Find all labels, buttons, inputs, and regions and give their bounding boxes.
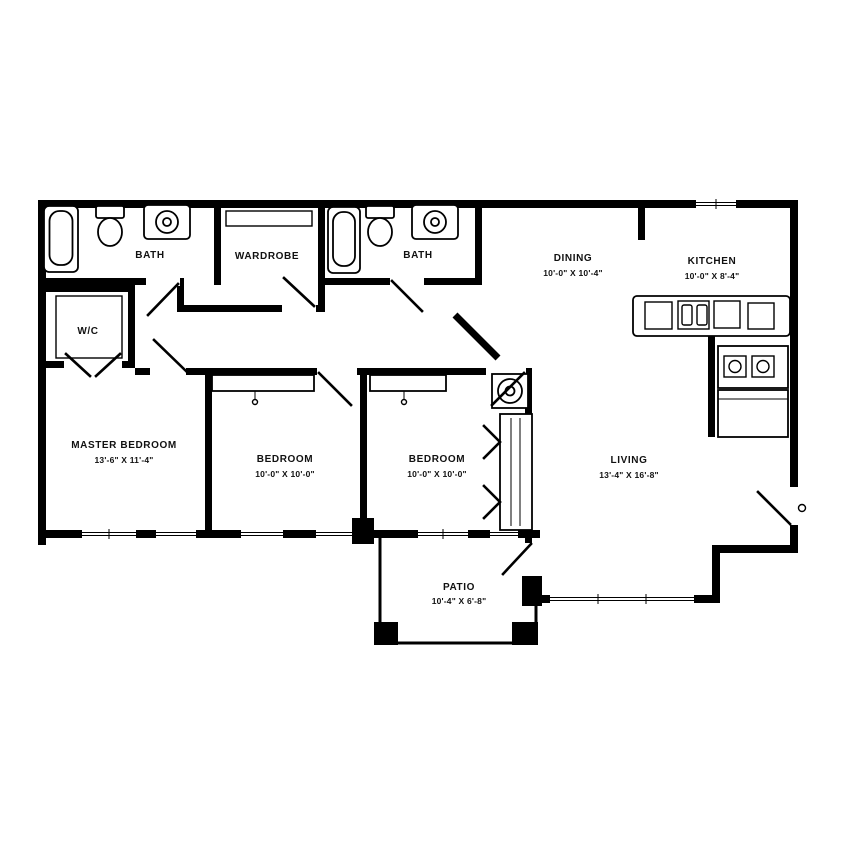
- bathtub-icon: [327, 206, 361, 274]
- toilet-icon: [95, 205, 125, 247]
- windows: [82, 199, 736, 604]
- kitchen-label: KITCHEN: [688, 256, 737, 267]
- living-label: LIVING: [611, 455, 648, 466]
- wc-door-left: [64, 352, 92, 378]
- kitchen-sink-icon: [677, 300, 710, 330]
- wardrobe-shelf: [225, 210, 313, 227]
- patio-post: [352, 518, 374, 544]
- entry-door: [756, 490, 792, 526]
- bedroom2-label: BEDROOM: [409, 454, 465, 465]
- master-window-b: [156, 529, 196, 539]
- wc-shelf: [55, 295, 123, 359]
- master-window-a: [82, 529, 136, 539]
- dining-label: DINING: [554, 253, 593, 264]
- bedroom1-label: BEDROOM: [257, 454, 313, 465]
- patio-dims: 10'-4" X 6'-8": [432, 596, 487, 606]
- sink-icon: [411, 204, 459, 240]
- bedroom2-closet: [369, 374, 447, 406]
- door-openings: [64, 277, 799, 579]
- doors: [64, 276, 807, 576]
- linen-closet: [499, 413, 533, 531]
- washer-icon: [491, 373, 529, 409]
- master-dims: 13'-6" X 11'-4": [94, 455, 153, 465]
- dining-dims: 10'-0" X 10'-4": [543, 268, 603, 278]
- bedroom1-window-a: [241, 529, 283, 539]
- master-label: MASTER BEDROOM: [71, 440, 177, 451]
- living-window: [550, 594, 694, 604]
- patio-structure: [352, 518, 542, 645]
- patio-door: [501, 542, 533, 576]
- wardrobe-door: [282, 276, 316, 308]
- patio-post: [374, 622, 398, 645]
- closet-bifold-door: [482, 424, 502, 460]
- bedroom2-door: [490, 371, 526, 407]
- bedroom1-window-b: [316, 529, 358, 539]
- bathtub-icon: [43, 205, 79, 273]
- wc-label: W/C: [77, 326, 98, 337]
- bath1-door: [146, 282, 180, 317]
- bedroom1-door: [317, 371, 353, 407]
- closet-bifold-door: [482, 484, 502, 520]
- stove-icon: [717, 345, 789, 389]
- wardrobe-label: WARDROBE: [235, 251, 299, 262]
- living-dims: 13'-4" X 16'-8": [599, 470, 659, 480]
- bedroom1-dims: 10'-0" X 10'-0": [255, 469, 315, 479]
- bedroom2-patio-window: [418, 529, 468, 539]
- bedroom2-dims: 10'-0" X 10'-0": [407, 469, 467, 479]
- master-door: [152, 338, 188, 373]
- patio-label: PATIO: [443, 582, 475, 593]
- fixtures: [43, 204, 791, 531]
- refrigerator-icon: [717, 389, 789, 438]
- bath2-door: [390, 279, 424, 313]
- room-labels: BATH WARDROBE BATH DINING 10'-0" X 10'-4…: [71, 250, 739, 606]
- patio-post: [522, 576, 542, 606]
- bath1-label: BATH: [135, 250, 164, 261]
- kitchen-counter: [632, 295, 791, 337]
- kitchen-window: [696, 199, 736, 209]
- bath2-label: BATH: [403, 250, 432, 261]
- wc-door-right: [94, 352, 122, 378]
- kitchen-dims: 10'-0" X 8'-4": [685, 271, 740, 281]
- patio-post: [512, 622, 538, 645]
- entry-door-knob: [797, 503, 807, 513]
- patio-wall-window: [490, 529, 518, 539]
- bedroom1-closet: [211, 374, 315, 406]
- toilet-icon: [365, 205, 395, 247]
- sink-icon: [143, 204, 191, 240]
